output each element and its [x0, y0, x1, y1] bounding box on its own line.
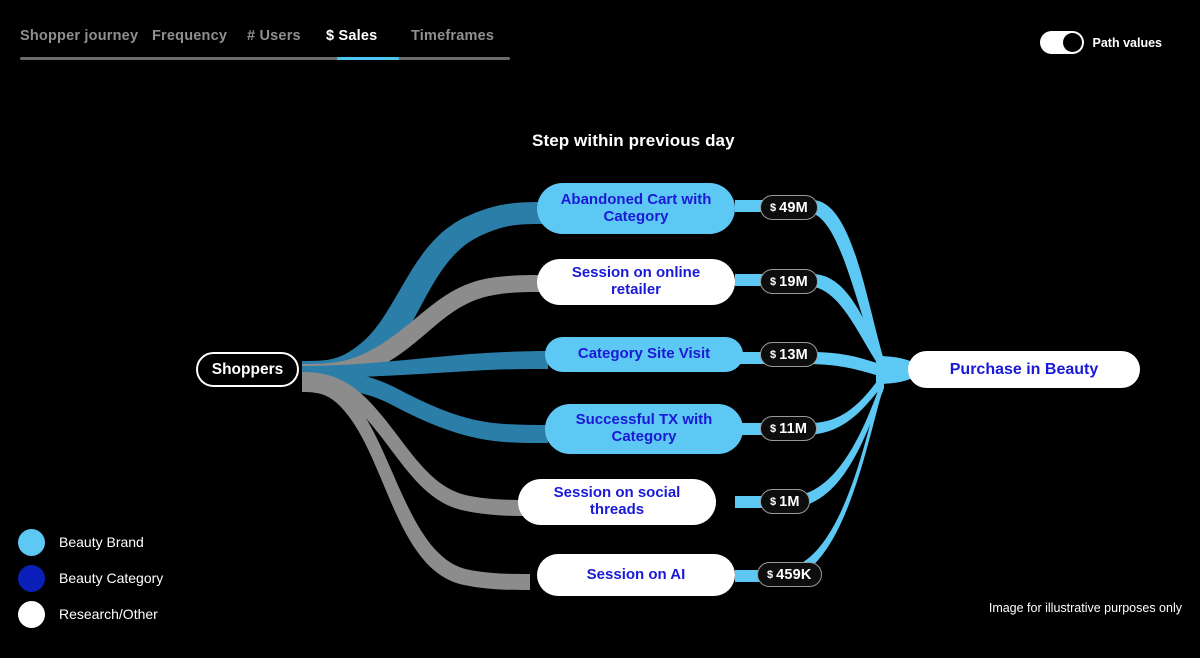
- node-successful-tx-with-category[interactable]: Successful TX with Category: [545, 404, 743, 454]
- legend-color-swatch-icon: [18, 564, 45, 592]
- legend-color-swatch-icon: [18, 528, 45, 556]
- legend-item-research-other: Research/Other: [18, 596, 163, 632]
- ribbon-in-session-online-retailer: [302, 275, 545, 380]
- node-label: Category Site Visit: [577, 345, 711, 363]
- currency-symbol: $: [770, 348, 777, 361]
- value-badge-category-site-visit[interactable]: $ 13M: [760, 342, 818, 367]
- legend: Beauty Brand Beauty Category Research/Ot…: [18, 524, 163, 632]
- tab-frequency[interactable]: Frequency: [152, 28, 228, 44]
- value-amount: 13M: [779, 346, 808, 363]
- ribbon-in-category-site-visit: [302, 351, 548, 378]
- node-category-site-visit[interactable]: Category Site Visit: [545, 337, 743, 372]
- node-label: Successful TX with Category: [575, 411, 713, 445]
- ribbon-in-successful-tx: [302, 370, 548, 443]
- node-label: Abandoned Cart with Category: [560, 190, 712, 225]
- tab-num-users[interactable]: # Users: [247, 28, 301, 44]
- node-label: Session on online retailer: [571, 264, 701, 298]
- currency-symbol: $: [770, 422, 777, 435]
- node-abandoned-cart-with-category[interactable]: Abandoned Cart with Category: [537, 183, 735, 234]
- value-amount: 1M: [779, 493, 800, 510]
- path-values-toggle-group[interactable]: Path values: [1039, 31, 1162, 54]
- ribbon-out-session-online-retailer: [735, 274, 886, 376]
- value-badge-abandoned-cart[interactable]: $ 49M: [760, 195, 818, 220]
- outbound-ribbons: [735, 200, 914, 582]
- node-shoppers-label: Shoppers: [211, 360, 284, 378]
- legend-label: Beauty Category: [59, 570, 164, 586]
- ribbon-in-session-ai: [302, 374, 530, 590]
- node-purchase-label: Purchase in Beauty: [949, 360, 1099, 378]
- legend-label: Research/Other: [59, 606, 158, 622]
- footnote-disclaimer: Image for illustrative purposes only: [988, 601, 1182, 615]
- node-purchase-in-beauty[interactable]: Purchase in Beauty: [908, 351, 1140, 388]
- legend-color-swatch-icon: [18, 600, 45, 628]
- currency-symbol: $: [770, 275, 777, 288]
- legend-item-beauty-brand: Beauty Brand: [18, 524, 163, 560]
- value-badge-session-online-retailer[interactable]: $ 19M: [760, 269, 818, 294]
- currency-symbol: $: [770, 201, 777, 214]
- path-values-toggle[interactable]: [1039, 31, 1084, 54]
- ribbon-out-abandoned-cart: [735, 200, 884, 374]
- value-badge-session-social-threads[interactable]: $ 1M: [760, 489, 810, 514]
- node-session-on-online-retailer[interactable]: Session on online retailer: [537, 259, 735, 305]
- value-amount: 459K: [776, 566, 812, 583]
- value-amount: 11M: [779, 420, 808, 437]
- legend-label: Beauty Brand: [59, 534, 144, 550]
- ribbon-out-session-social: [735, 374, 884, 508]
- chart-title: Step within previous day: [532, 131, 735, 150]
- legend-item-beauty-category: Beauty Category: [18, 560, 163, 596]
- ribbon-out-convergence: [876, 356, 914, 384]
- node-shoppers[interactable]: Shoppers: [196, 352, 299, 387]
- tab-list: Shopper journey Frequency # Users $ Sale…: [20, 28, 506, 54]
- tab-shopper-journey[interactable]: Shopper journey: [20, 28, 139, 44]
- value-amount: 49M: [779, 199, 808, 216]
- ribbon-in-abandoned-cart: [302, 202, 545, 383]
- tab-active-indicator: [337, 57, 399, 60]
- path-values-label: Path values: [1092, 35, 1162, 50]
- currency-symbol: $: [770, 495, 777, 508]
- node-session-on-social-threads[interactable]: Session on social threads: [518, 479, 716, 525]
- ribbon-out-successful-tx: [735, 370, 886, 435]
- currency-symbol: $: [767, 568, 774, 581]
- top-tab-bar: Shopper journey Frequency # Users $ Sale…: [0, 0, 1200, 70]
- value-amount: 19M: [779, 273, 808, 290]
- tab-sales[interactable]: $ Sales: [326, 28, 378, 44]
- value-badge-successful-tx[interactable]: $ 11M: [760, 416, 818, 441]
- toggle-knob-icon: [1062, 33, 1082, 52]
- inbound-ribbons: [302, 202, 548, 590]
- node-label: Session on AI: [586, 565, 686, 583]
- node-label: Session on social threads: [553, 484, 681, 518]
- value-badge-session-ai[interactable]: $ 459K: [757, 562, 822, 587]
- node-session-on-ai[interactable]: Session on AI: [537, 554, 735, 596]
- tab-underline-track: [20, 57, 510, 60]
- tab-timeframes[interactable]: Timeframes: [411, 28, 495, 44]
